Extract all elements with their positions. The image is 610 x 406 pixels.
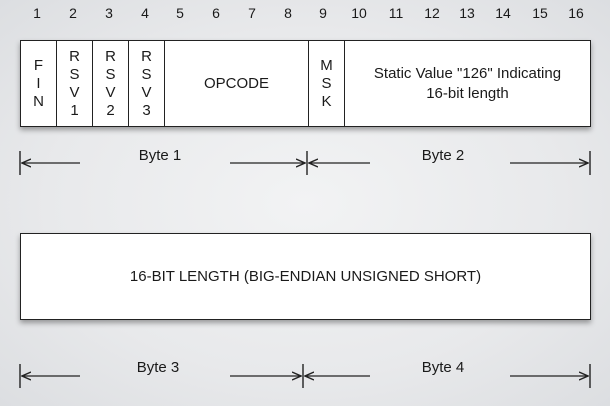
extended-length-label: 16-BIT LENGTH (BIG-ENDIAN UNSIGNED SHORT… bbox=[129, 268, 482, 285]
bit-number: 9 bbox=[319, 5, 327, 21]
byte-1-label: Byte 1 bbox=[138, 147, 182, 164]
bit-number: 14 bbox=[495, 5, 511, 21]
mask-label: M S K bbox=[320, 56, 333, 110]
byte-2-label: Byte 2 bbox=[421, 147, 465, 164]
fin-field: F I N bbox=[21, 41, 56, 126]
bit-number: 1 bbox=[33, 5, 41, 21]
bit-number: 6 bbox=[212, 5, 220, 21]
byte-2-dimension bbox=[309, 151, 591, 175]
bit-number: 11 bbox=[388, 5, 404, 21]
bit-number: 10 bbox=[351, 5, 367, 21]
rsv3-field: R S V 3 bbox=[128, 41, 164, 126]
byte-3-label: Byte 3 bbox=[136, 359, 180, 376]
byte-4-label: Byte 4 bbox=[421, 359, 465, 376]
rsv1-field: R S V 1 bbox=[56, 41, 92, 126]
bit-number: 7 bbox=[248, 5, 256, 21]
bit-number: 4 bbox=[141, 5, 149, 21]
bit-number-row: 1 2 3 4 5 6 7 8 9 10 11 12 13 14 15 16 bbox=[0, 0, 610, 30]
bit-number: 2 bbox=[69, 5, 77, 21]
opcode-label: OPCODE bbox=[203, 75, 269, 92]
bit-number: 15 bbox=[532, 5, 548, 21]
payload-length-field: Static Value "126" Indicating 16-bit len… bbox=[344, 41, 590, 126]
bit-number: 16 bbox=[568, 5, 584, 21]
payload-length-line-2: 16-bit length bbox=[426, 84, 509, 102]
opcode-field: OPCODE bbox=[164, 41, 308, 126]
payload-length-label: Static Value "126" Indicating 16-bit len… bbox=[368, 64, 567, 104]
byte-3-dimension bbox=[19, 364, 301, 388]
rsv3-label: R S V 3 bbox=[141, 47, 152, 119]
bit-number: 5 bbox=[176, 5, 184, 21]
byte-1-dimension bbox=[19, 151, 305, 175]
frame-header-box: F I N R S V 1 R S V 2 R S V 3 OPCODE M S… bbox=[20, 40, 591, 127]
bit-number: 13 bbox=[459, 5, 475, 21]
fin-label: F I N bbox=[33, 56, 44, 110]
bit-number: 8 bbox=[284, 5, 292, 21]
extended-length-box: 16-BIT LENGTH (BIG-ENDIAN UNSIGNED SHORT… bbox=[20, 233, 591, 320]
rsv1-label: R S V 1 bbox=[69, 47, 80, 119]
rsv2-field: R S V 2 bbox=[92, 41, 128, 126]
bit-number: 3 bbox=[105, 5, 113, 21]
byte-4-dimension bbox=[305, 364, 591, 388]
rsv2-label: R S V 2 bbox=[105, 47, 116, 119]
bit-number: 12 bbox=[424, 5, 440, 21]
mask-field: M S K bbox=[308, 41, 344, 126]
payload-length-line-1: Static Value "126" Indicating bbox=[373, 64, 562, 82]
